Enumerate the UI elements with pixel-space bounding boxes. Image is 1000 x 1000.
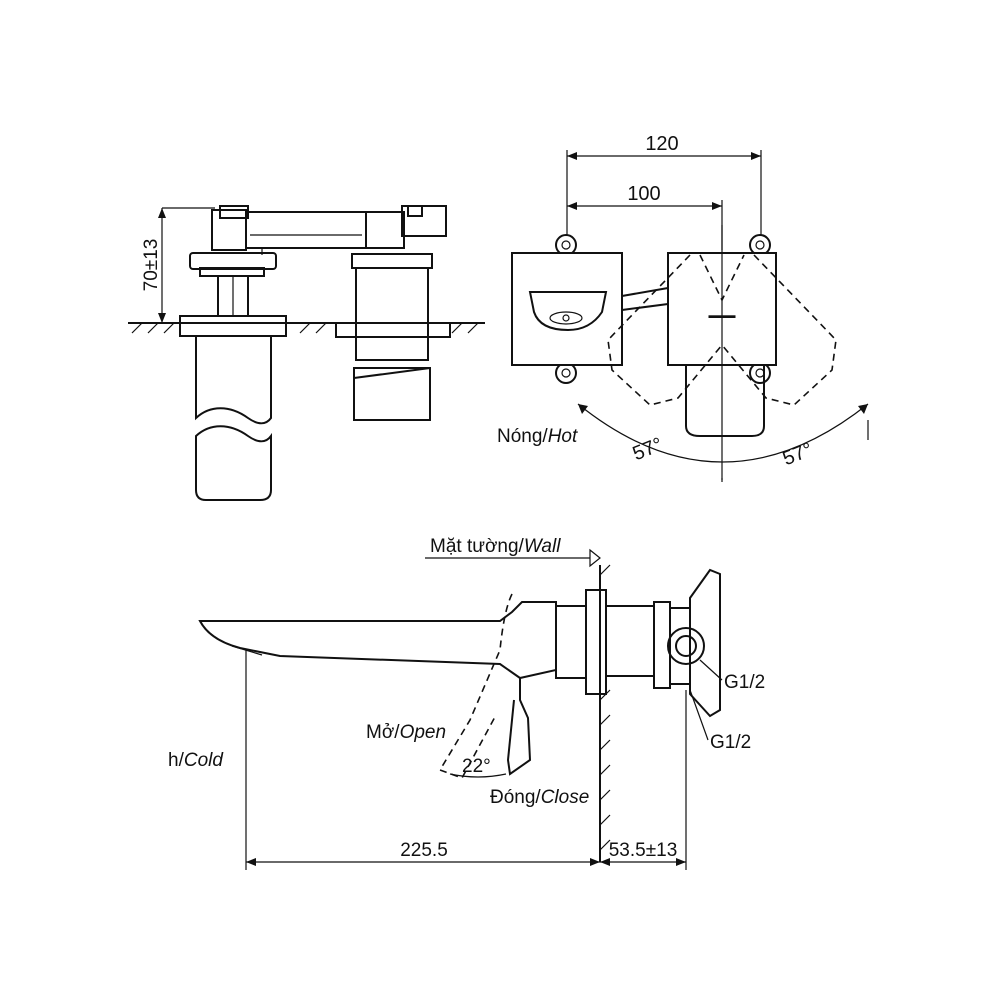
wall-label: Mặt tường/Wall [430, 536, 561, 557]
close-label: Đóng/Close [490, 787, 589, 808]
front-elevation-view: 70±13 [128, 205, 485, 501]
hot-label: Nóng/Hot [497, 426, 578, 447]
thread-upper-label: G1/2 [724, 672, 765, 693]
left-angle-label: 57° [630, 434, 666, 466]
logo-mark: ▬▬▬ [709, 310, 736, 320]
width-100-label: 100 [627, 183, 660, 205]
wall-offset-label: 53.5±13 [609, 840, 678, 861]
spout-length-label: 225.5 [400, 840, 448, 861]
right-angle-label: 57° [780, 439, 816, 471]
cold-label: h/Cold [168, 750, 224, 771]
height-dimension-label: 70±13 [141, 239, 162, 292]
width-120-label: 120 [645, 133, 678, 155]
open-angle-label: 22° [462, 756, 491, 777]
thread-lower-label: G1/2 [710, 732, 751, 753]
open-label: Mở/Open [366, 722, 446, 743]
top-plan-view: 120 100 ▬▬▬ [497, 133, 869, 482]
side-section-view: Mặt tường/Wall [168, 536, 765, 870]
